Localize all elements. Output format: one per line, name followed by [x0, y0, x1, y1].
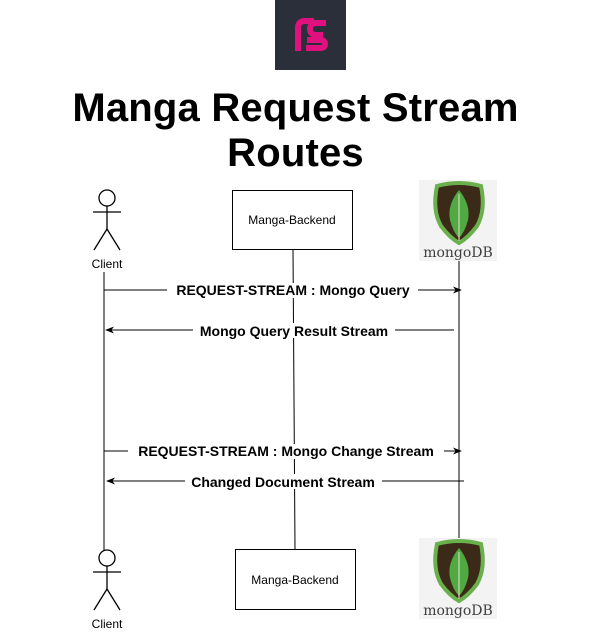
message-4-label: Changed Document Stream: [191, 474, 375, 490]
mongo-participant-bottom: mongoDB: [419, 538, 497, 619]
rsocket-logo-icon: [295, 18, 329, 51]
mongo-participant-top: mongoDB: [419, 180, 497, 261]
app-logo: [275, 0, 346, 70]
message-3: REQUEST-STREAM : Mongo Change Stream: [104, 443, 462, 459]
message-1-label: REQUEST-STREAM : Mongo Query: [176, 282, 410, 298]
backend-lifeline: [292, 249, 296, 550]
mongo-label-bottom: mongoDB: [423, 603, 493, 619]
mongodb-leaf-icon: [433, 181, 485, 246]
client-actor-bottom: Client: [92, 549, 123, 631]
message-3-label: REQUEST-STREAM : Mongo Change Stream: [138, 443, 434, 459]
client-actor-top: Client: [92, 189, 123, 271]
client-label-bottom: Client: [92, 617, 123, 631]
mongo-label-top: mongoDB: [423, 245, 493, 261]
backend-box-bottom: Manga-Backend: [235, 549, 356, 610]
mongodb-leaf-icon: [433, 539, 485, 604]
message-4: Changed Document Stream: [106, 474, 464, 490]
message-2: Mongo Query Result Stream: [105, 323, 454, 339]
backend-label-top: Manga-Backend: [248, 213, 335, 227]
page-title: Manga Request Stream Routes: [72, 86, 519, 175]
backend-box-top: Manga-Backend: [232, 190, 353, 250]
message-1: REQUEST-STREAM : Mongo Query: [104, 282, 462, 298]
client-label-top: Client: [92, 257, 123, 271]
stick-figure-actor-icon: [93, 189, 121, 251]
backend-label-bottom: Manga-Backend: [251, 573, 338, 587]
message-2-label: Mongo Query Result Stream: [200, 323, 388, 339]
stick-figure-actor-icon: [93, 549, 121, 611]
